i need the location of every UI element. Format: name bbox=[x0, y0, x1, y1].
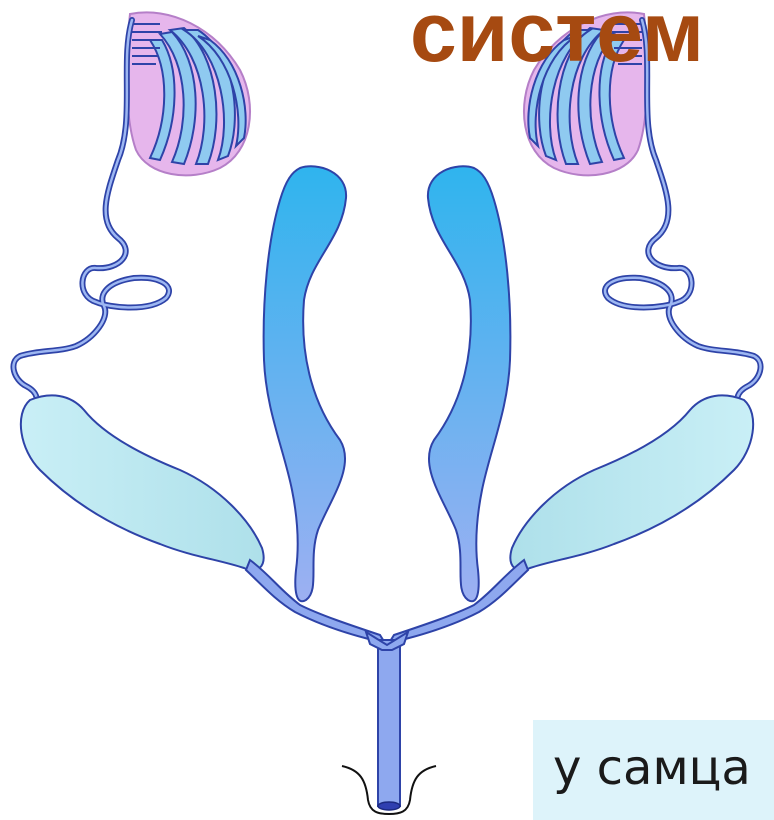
right-ejaculatory-duct bbox=[428, 166, 510, 601]
right-seminal-channel bbox=[389, 560, 528, 643]
urethra bbox=[378, 640, 400, 806]
slide-title: систем bbox=[410, 0, 704, 82]
right-seminal-vesicle bbox=[510, 395, 753, 570]
left-testis bbox=[127, 12, 250, 175]
left-ejaculatory-duct bbox=[264, 166, 346, 601]
caption-box: у самца bbox=[533, 720, 774, 820]
urethral-opening bbox=[378, 802, 400, 810]
left-seminal-vesicle bbox=[21, 395, 264, 570]
caption-label: у самца bbox=[553, 742, 751, 794]
left-seminal-channel bbox=[246, 560, 385, 643]
